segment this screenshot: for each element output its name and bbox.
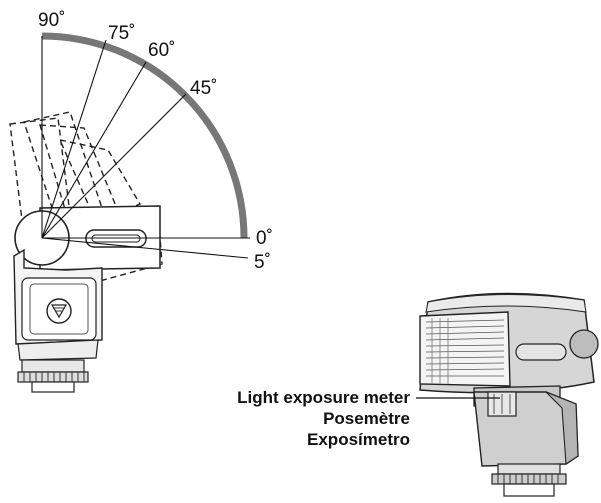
angle-label-90: 90˚ bbox=[38, 10, 65, 31]
ray-45 bbox=[41, 93, 187, 239]
flash-body bbox=[13, 248, 103, 393]
callout-label-english: Light exposure meter bbox=[237, 388, 410, 407]
ray-minus-5 bbox=[41, 237, 249, 259]
callout-label-french: Posemètre bbox=[323, 409, 410, 428]
light-meter-callout: Light exposure meter Posemètre Exposímet… bbox=[237, 387, 410, 450]
angle-rays bbox=[41, 36, 250, 259]
tilt-figure: 90˚ 75˚ 60˚ 45˚ 0˚ 5˚ bbox=[9, 10, 273, 393]
ray-75 bbox=[41, 39, 107, 239]
angle-label-45: 45˚ bbox=[190, 78, 217, 99]
hot-shoe-foot bbox=[17, 359, 89, 393]
angle-label-minus-5: 5˚ bbox=[254, 252, 271, 273]
angle-label-75: 75˚ bbox=[108, 23, 135, 44]
head-side-slot bbox=[515, 343, 567, 361]
flash-unit-front bbox=[416, 292, 599, 497]
angle-label-60: 60˚ bbox=[148, 40, 175, 61]
flash-window bbox=[419, 311, 511, 387]
light-meter-sensor bbox=[487, 391, 517, 417]
head-outline-60 bbox=[39, 124, 121, 227]
head-knob bbox=[569, 329, 599, 359]
callout-label-spanish: Exposímetro bbox=[307, 430, 410, 449]
front-hot-shoe-foot bbox=[491, 463, 567, 497]
head-outline-45 bbox=[58, 139, 142, 223]
ray-60 bbox=[41, 61, 147, 239]
angle-label-0: 0˚ bbox=[256, 228, 273, 249]
battery-door-icon bbox=[46, 298, 72, 324]
